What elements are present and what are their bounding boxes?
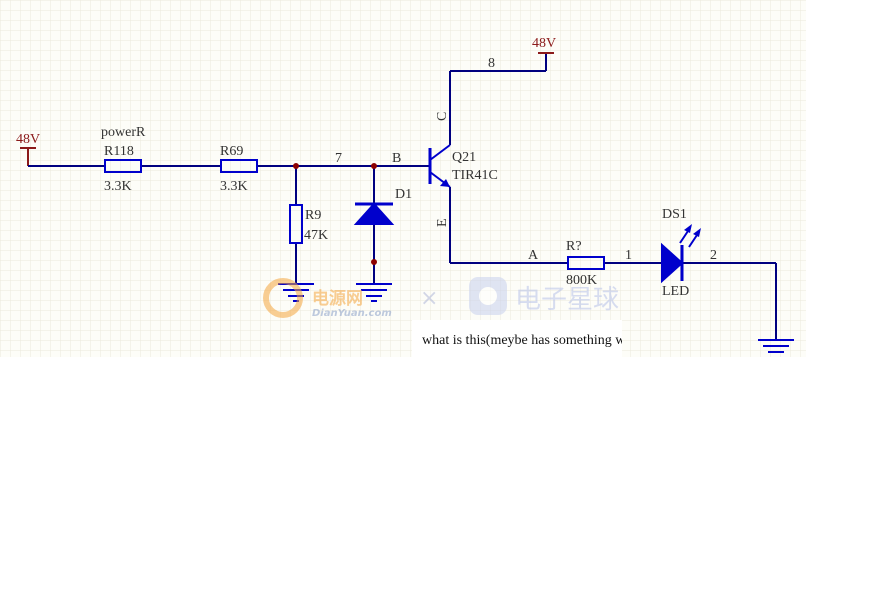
q21-designator: Q21 xyxy=(452,150,476,165)
r69-designator: R69 xyxy=(220,144,243,159)
r118-name: powerR xyxy=(101,125,146,140)
led-ds1[interactable] xyxy=(661,224,701,284)
q21-pin-e: E xyxy=(435,218,450,227)
resistor-r-unknown[interactable] xyxy=(567,256,605,270)
rq-value: 800K xyxy=(566,273,597,288)
q21-pin-c: C xyxy=(435,112,450,121)
rq-pin-a: A xyxy=(528,248,539,263)
resistor-r9[interactable] xyxy=(289,204,303,244)
watermark-logo1-icon xyxy=(263,278,303,318)
power-label-top: 48V xyxy=(532,36,556,51)
r69-value: 3.3K xyxy=(220,179,248,194)
junction-d1-bottom xyxy=(371,259,377,265)
r9-designator: R9 xyxy=(305,208,321,223)
power-label-left: 48V xyxy=(16,132,40,147)
junction-d1 xyxy=(371,163,377,169)
question-note-text: what is this(meybe has something with DC… xyxy=(422,333,622,348)
d1-designator: D1 xyxy=(395,187,412,202)
question-note: what is this(meybe has something with DC… xyxy=(412,320,622,358)
junction-r9 xyxy=(293,163,299,169)
r9-value: 47K xyxy=(304,228,328,243)
ds1-designator: DS1 xyxy=(662,207,687,222)
net-label-1: 1 xyxy=(625,248,632,263)
r118-value: 3.3K xyxy=(104,179,132,194)
watermark-brand1: 电源网 xyxy=(312,288,363,309)
net-label-7: 7 xyxy=(335,151,342,166)
rq-designator: R? xyxy=(566,239,582,254)
watermark-brand1-sub: DianYuan.com xyxy=(312,308,392,319)
r118-designator: R118 xyxy=(104,144,134,159)
net-label-8: 8 xyxy=(488,56,495,71)
q21-pin-b: B xyxy=(392,151,401,166)
ds1-value: LED xyxy=(662,284,689,299)
resistor-r118[interactable] xyxy=(104,159,142,173)
transistor-q21[interactable] xyxy=(428,144,451,188)
resistor-r69[interactable] xyxy=(220,159,258,173)
ground-symbol-right xyxy=(758,339,794,353)
ground-symbol-d1 xyxy=(356,283,392,302)
net-label-2: 2 xyxy=(710,248,717,263)
q21-value: TIR41C xyxy=(452,168,498,183)
diode-d1[interactable] xyxy=(353,202,395,225)
watermark: 电源网 DianYuan.com × 电子星球 xyxy=(263,277,619,319)
power-port-left xyxy=(20,147,36,166)
watermark-separator: × xyxy=(420,286,438,311)
watermark-brand2: 电子星球 xyxy=(515,285,619,315)
schematic-grid xyxy=(0,0,806,357)
